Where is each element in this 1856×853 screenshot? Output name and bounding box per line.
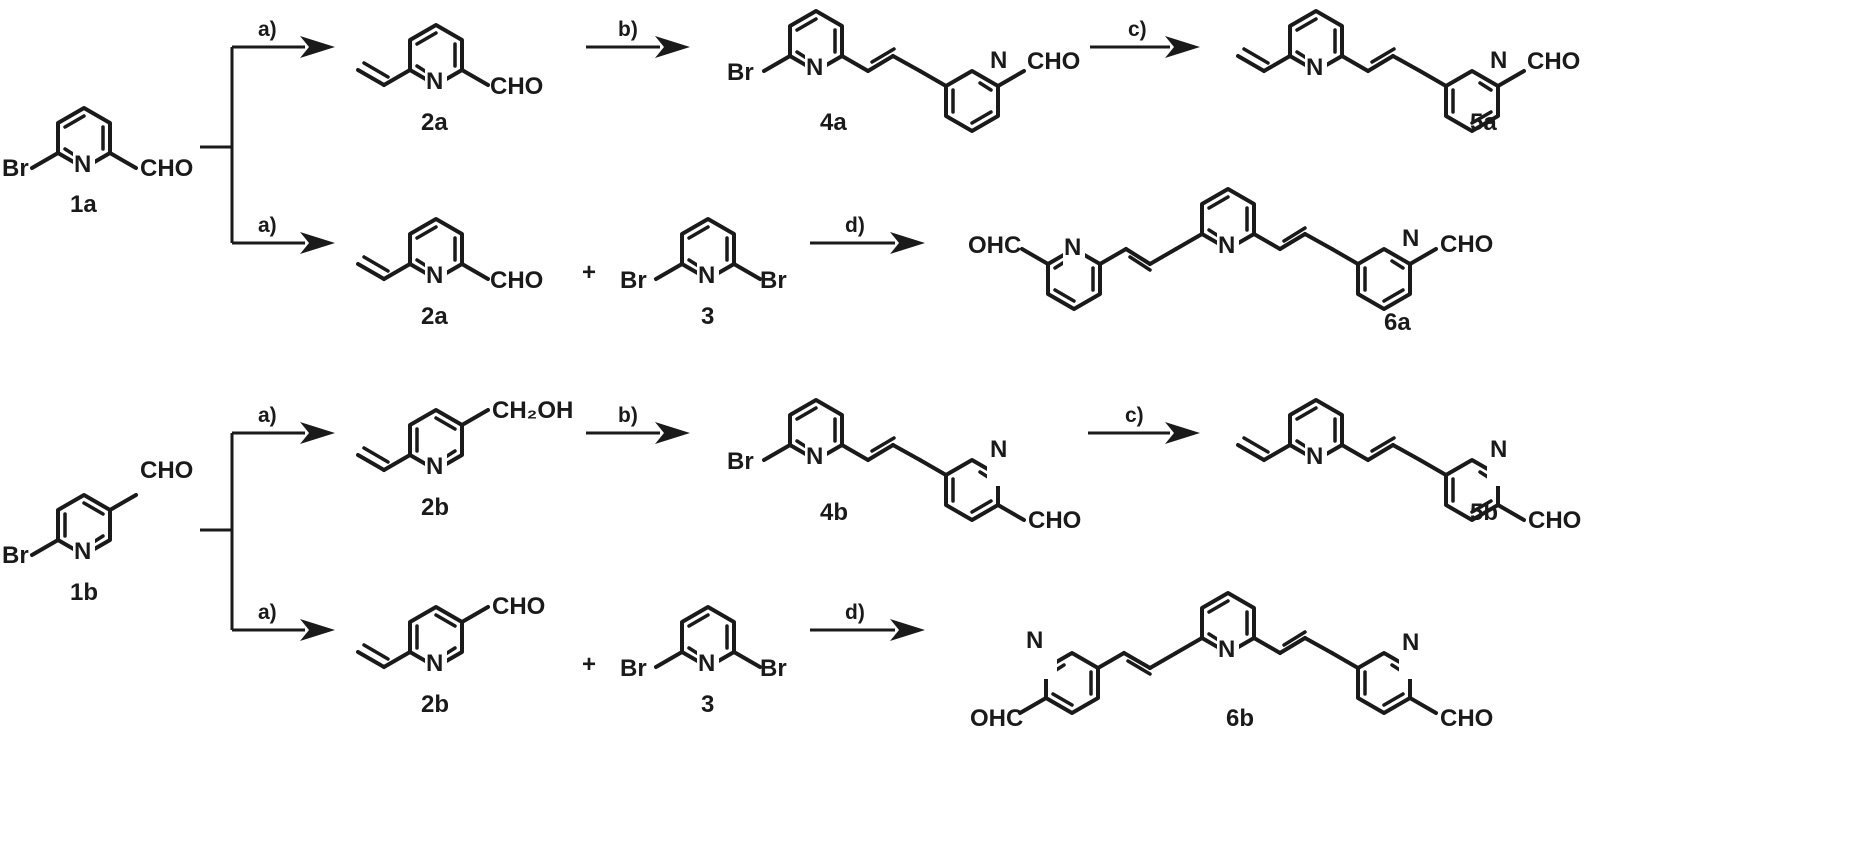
step-label-c: c) xyxy=(1125,404,1144,427)
compound-label-2a: 2a xyxy=(421,109,448,136)
compound-label-1a: 1a xyxy=(70,191,97,218)
compound-6b: N OHC N N CHO xyxy=(970,591,1493,732)
nitrogen-label: N xyxy=(74,151,91,178)
aldehyde-label: CHO xyxy=(140,457,193,484)
compound-label-6a: 6a xyxy=(1384,309,1411,336)
nitrogen-label: N xyxy=(426,68,443,95)
bromo-label: Br xyxy=(2,542,29,569)
compound-5a: N N CHO xyxy=(1236,9,1580,133)
compound-label-1b: 1b xyxy=(70,579,98,606)
step-label-a: a) xyxy=(258,601,277,624)
compound-1a: N Br CHO xyxy=(2,106,193,182)
compound-2b: N CH₂OH xyxy=(356,397,573,481)
compound-label-2b: 2b xyxy=(421,494,449,521)
step-label-b: b) xyxy=(618,404,638,427)
bromo-label: Br xyxy=(2,155,29,182)
compound-label-2a: 2a xyxy=(421,303,448,330)
step-label-a: a) xyxy=(258,18,277,41)
step-label-b: b) xyxy=(618,18,638,41)
reaction-arrow-b xyxy=(586,36,690,58)
nitrogen-label: N xyxy=(806,54,823,81)
bromo-label: Br xyxy=(760,655,787,682)
nitrogen-label: N xyxy=(1402,225,1419,252)
bromo-label: Br xyxy=(620,655,647,682)
compound-label-6b: 6b xyxy=(1226,705,1254,732)
step-label-a: a) xyxy=(258,404,277,427)
nitrogen-label: N xyxy=(1306,54,1323,81)
nitrogen-label: N xyxy=(1402,629,1419,656)
nitrogen-label: N xyxy=(990,436,1007,463)
plus-sign: + xyxy=(582,259,596,286)
aldehyde-label: CHO xyxy=(1527,48,1580,75)
reaction-arrow-d xyxy=(810,232,925,254)
aldehyde-label: CHO xyxy=(1440,231,1493,258)
hydroxymethyl-label: CH₂OH xyxy=(492,397,573,424)
compound-label-3: 3 xyxy=(701,303,714,330)
compound-3: N Br Br xyxy=(620,217,787,294)
compound-label-4a: 4a xyxy=(820,109,847,136)
nitrogen-label: N xyxy=(1490,436,1507,463)
plus-sign: + xyxy=(582,651,596,678)
reaction-arrow-c xyxy=(1090,36,1200,58)
aldehyde-label: CHO xyxy=(1440,705,1493,732)
compound-1b: N Br CHO xyxy=(2,457,193,569)
step-label-d: d) xyxy=(845,214,865,237)
branch-bracket-1a xyxy=(200,36,335,254)
compound-5b: N N CHO xyxy=(1236,398,1581,534)
nitrogen-label: N xyxy=(74,538,91,565)
nitrogen-label: N xyxy=(1218,636,1235,663)
aldehyde-label: CHO xyxy=(140,155,193,182)
bromo-label: Br xyxy=(760,267,787,294)
reaction-arrow-d xyxy=(810,619,925,641)
nitrogen-label: N xyxy=(990,47,1007,74)
compound-6a: OHC N N N CHO xyxy=(968,187,1493,311)
compound-4b: N Br N CHO xyxy=(727,398,1081,534)
nitrogen-label: N xyxy=(426,650,443,677)
bromo-label: Br xyxy=(727,59,754,86)
bromo-label: Br xyxy=(727,448,754,475)
aldehyde-label: OHC xyxy=(968,232,1021,259)
compound-3: N Br Br xyxy=(620,605,787,682)
aldehyde-label: CHO xyxy=(492,593,545,620)
compound-label-3: 3 xyxy=(701,691,714,718)
compound-label-5a: 5a xyxy=(1470,109,1497,136)
compound-label-2b: 2b xyxy=(421,691,449,718)
aldehyde-label: CHO xyxy=(1528,507,1581,534)
nitrogen-label: N xyxy=(1490,47,1507,74)
nitrogen-label: N xyxy=(698,262,715,289)
nitrogen-label: N xyxy=(1218,232,1235,259)
aldehyde-label: CHO xyxy=(1028,507,1081,534)
aldehyde-label: OHC xyxy=(970,705,1023,732)
step-label-a: a) xyxy=(258,214,277,237)
compound-2a: N CHO xyxy=(356,217,543,294)
compound-4a: N Br N CHO xyxy=(727,9,1080,133)
nitrogen-label: N xyxy=(426,262,443,289)
aldehyde-label: CHO xyxy=(1027,48,1080,75)
aldehyde-label: CHO xyxy=(490,267,543,294)
compound-2a: N CHO xyxy=(356,23,543,100)
reaction-arrow-b xyxy=(586,422,690,444)
nitrogen-label: N xyxy=(1064,234,1081,261)
branch-bracket-1b xyxy=(200,422,335,641)
bromo-label: Br xyxy=(620,267,647,294)
reaction-arrow-c xyxy=(1088,422,1200,444)
nitrogen-label: N xyxy=(426,453,443,480)
step-label-c: c) xyxy=(1128,18,1147,41)
compound-2b: N CHO xyxy=(356,593,545,678)
compound-label-5b: 5b xyxy=(1470,499,1498,526)
nitrogen-label: N xyxy=(698,650,715,677)
nitrogen-label: N xyxy=(1306,443,1323,470)
nitrogen-label: N xyxy=(1026,627,1043,654)
step-label-d: d) xyxy=(845,601,865,624)
compound-label-4b: 4b xyxy=(820,499,848,526)
aldehyde-label: CHO xyxy=(490,73,543,100)
nitrogen-label: N xyxy=(806,443,823,470)
